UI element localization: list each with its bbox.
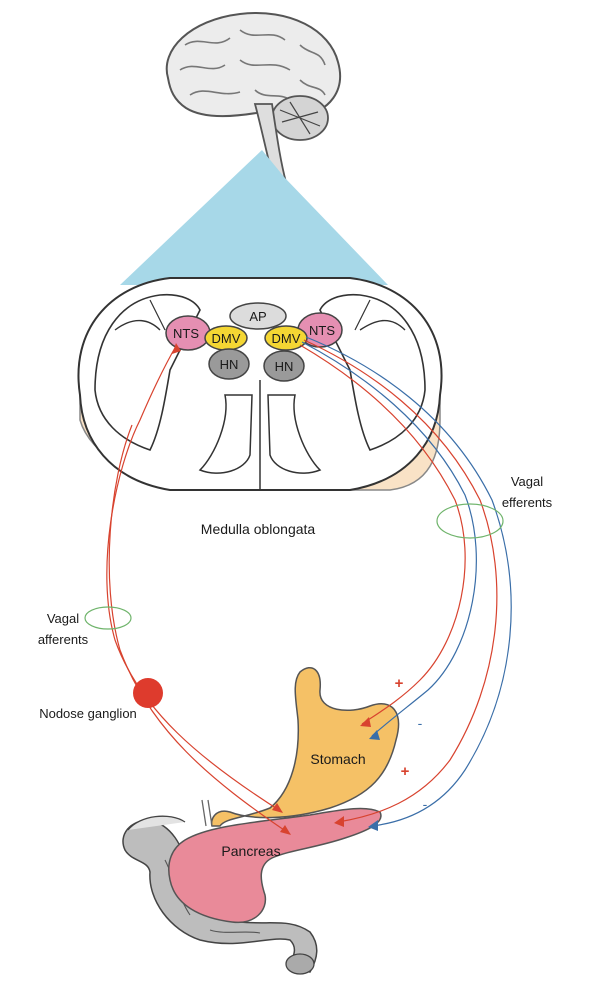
arrowhead-stomach-inhibitory: [369, 730, 380, 740]
efferent-inhibitory-pancreas: [305, 336, 512, 827]
arrowhead-pancreas-inhibitory: [368, 820, 378, 831]
afferent-fiber-2: [108, 424, 291, 835]
afferent-fiber-1: [106, 345, 283, 813]
arrowhead-pancreas-excitatory: [334, 816, 344, 827]
efferent-excitatory-pancreas: [303, 339, 498, 823]
pancreas-plus-sign: +: [401, 763, 410, 780]
efferent-inhibitory-stomach: [301, 341, 477, 737]
medulla-label: Medulla oblongata: [201, 521, 316, 537]
vagal-afferents-label-line2: afferents: [38, 632, 89, 647]
efferent-excitatory-stomach: [299, 344, 466, 725]
zoom-cone: [120, 150, 388, 285]
dmv-right-label: DMV: [272, 331, 301, 346]
stomach-plus-sign: +: [395, 675, 404, 692]
afferent-stomach-arrowhead: [272, 803, 283, 813]
nts-left-label: NTS: [173, 326, 199, 341]
nodose-ganglion: [133, 678, 163, 708]
pancreas-shape: [168, 807, 382, 924]
vagal-afferents-label-line1: Vagal: [47, 611, 79, 626]
brain-icon: [165, 12, 341, 187]
afferent-arrowhead: [172, 343, 181, 354]
dmv-left-label: DMV: [212, 331, 241, 346]
stomach-label: Stomach: [310, 751, 365, 767]
afferent-pancreas-arrowhead: [280, 825, 291, 835]
stomach-shape: [210, 667, 400, 827]
nodose-ganglion-label: Nodose ganglion: [39, 706, 137, 721]
hn-right-label: HN: [275, 359, 294, 374]
vagal-efferents-label-line1: Vagal: [511, 474, 543, 489]
hn-right-nucleus: [263, 350, 305, 382]
nts-right-label: NTS: [309, 323, 335, 338]
ap-label: AP: [249, 309, 266, 324]
arrowhead-stomach-excitatory: [360, 717, 371, 727]
efferents-ellipse: [436, 503, 504, 539]
ap-nucleus: [229, 302, 287, 330]
pancreas-label: Pancreas: [221, 843, 280, 859]
vagal-efferents-label-line2: efferents: [502, 495, 553, 510]
hn-left-label: HN: [220, 357, 239, 372]
stomach-minus-sign: -: [418, 715, 423, 731]
pancreas-minus-sign: -: [423, 796, 428, 812]
afferents-ellipse: [84, 606, 132, 630]
hn-left-nucleus: [208, 348, 250, 380]
